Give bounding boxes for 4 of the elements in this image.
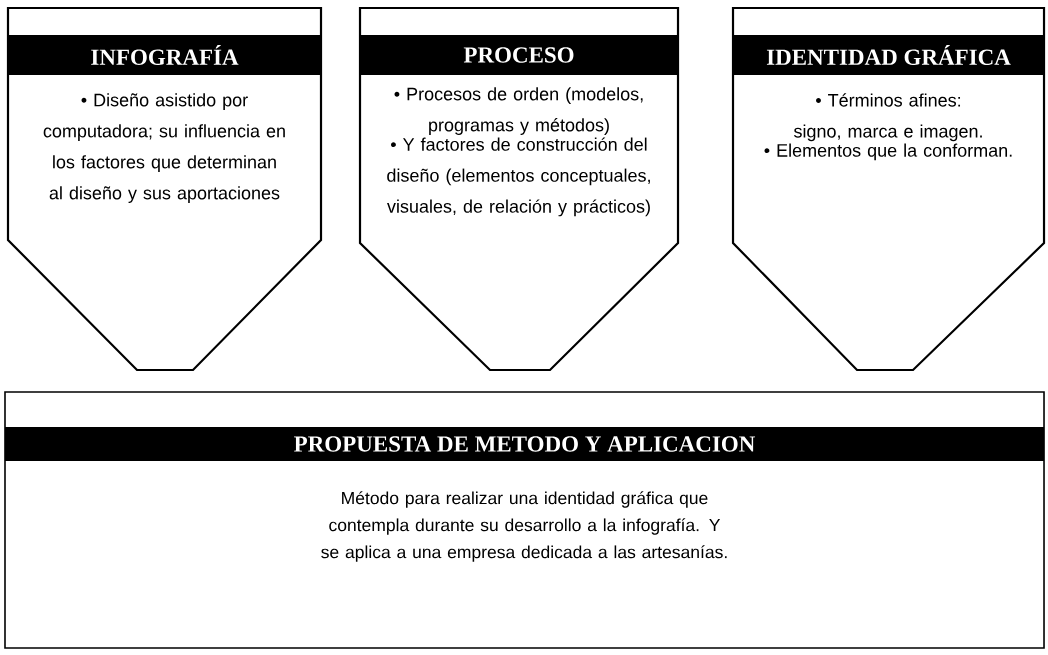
pentagon-box: PROCESO • Procesos de orden (modelos, programas y métodos) • Y factores de construcción del diseño (elementos conceptuales, visuales, de relación y prácticos) — [358, 6, 680, 372]
pentagon-box: IDENTIDAD GRÁFICA • Términos afines: signo, marca e imagen. • Elementos que la conforman. — [731, 6, 1046, 372]
text-box: PROPUESTA DE METODO Y APLICACION Método para realizar una identidad gráfica que contempla durante su desarrollo a la infografía. Y se aplica a una empresa dedicada a las artesanías. — [4, 391, 1045, 649]
pentagon-box: INFOGRAFÍA • Diseño asistido por computadora; su influencia en los factores que determinan al diseño y sus aportaciones — [6, 6, 323, 372]
